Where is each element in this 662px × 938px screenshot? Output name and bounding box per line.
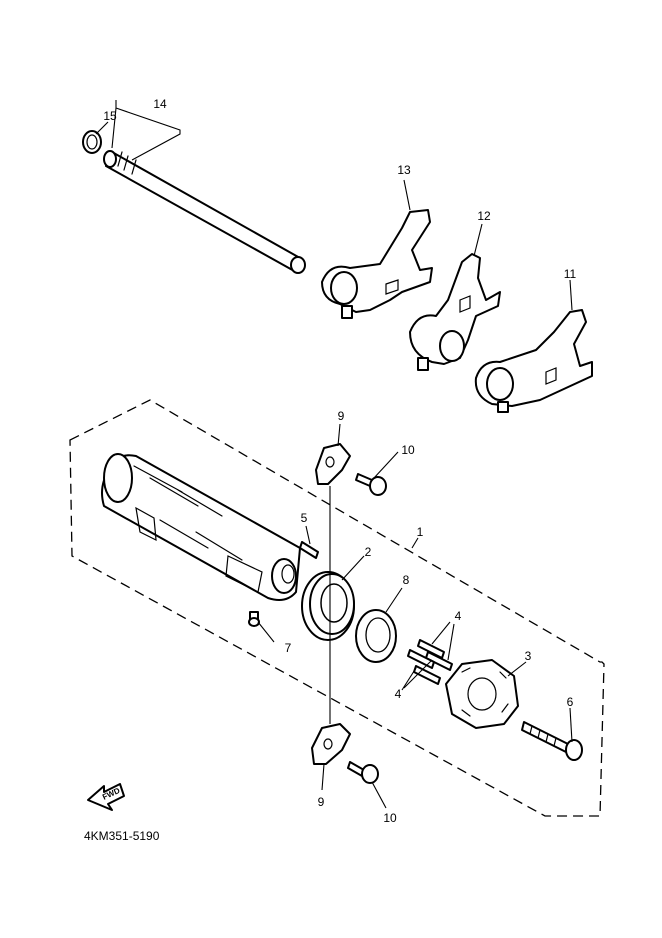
- shift-fork-12: [409, 253, 501, 371]
- callout-4-lower: 4: [395, 687, 402, 701]
- bolt-7: [248, 611, 260, 627]
- screw-lower: [347, 761, 379, 784]
- segment: [445, 659, 519, 729]
- callout-5: 5: [301, 511, 308, 525]
- pins: [407, 639, 453, 685]
- callout-9-upper: 9: [338, 409, 345, 423]
- callout-6: 6: [567, 695, 574, 709]
- screw-upper: [355, 473, 387, 496]
- stopper-upper: [315, 443, 351, 485]
- shift-fork-guide-bar: [103, 150, 306, 274]
- circlip: [82, 130, 102, 154]
- callout-11: 11: [564, 267, 577, 281]
- callout-10-upper: 10: [401, 443, 415, 457]
- assembly-boundary: [69, 399, 605, 817]
- callout-4-upper: 4: [455, 609, 462, 623]
- callout-10-lower: 10: [383, 811, 397, 825]
- callout-1: 1: [417, 525, 424, 539]
- shift-fork-11: [474, 309, 593, 413]
- leader-lines: [95, 100, 573, 809]
- callout-7: 7: [285, 641, 292, 655]
- collar: [355, 609, 397, 663]
- callout-3: 3: [525, 649, 532, 663]
- callout-12: 12: [477, 209, 491, 223]
- fwd-arrow-icon: FWD: [87, 783, 125, 811]
- callout-8: 8: [403, 573, 410, 587]
- callout-9-lower: 9: [318, 795, 325, 809]
- shift-fork-13: [321, 209, 433, 319]
- diagram-code: 4KM351-5190: [84, 829, 160, 843]
- shift-drum: [101, 453, 301, 601]
- screw-6: [521, 721, 583, 761]
- callout-15: 15: [103, 109, 117, 123]
- stopper-lower: [311, 723, 351, 765]
- bearing: [301, 571, 355, 641]
- callout-numbers: 14 15 13 12 11 9 10 1 5 2 8 4 7 3 4 6 9 …: [103, 97, 576, 825]
- callout-2: 2: [365, 545, 372, 559]
- callout-14: 14: [153, 97, 167, 111]
- dowel-pin: [299, 541, 319, 559]
- callout-13: 13: [397, 163, 411, 177]
